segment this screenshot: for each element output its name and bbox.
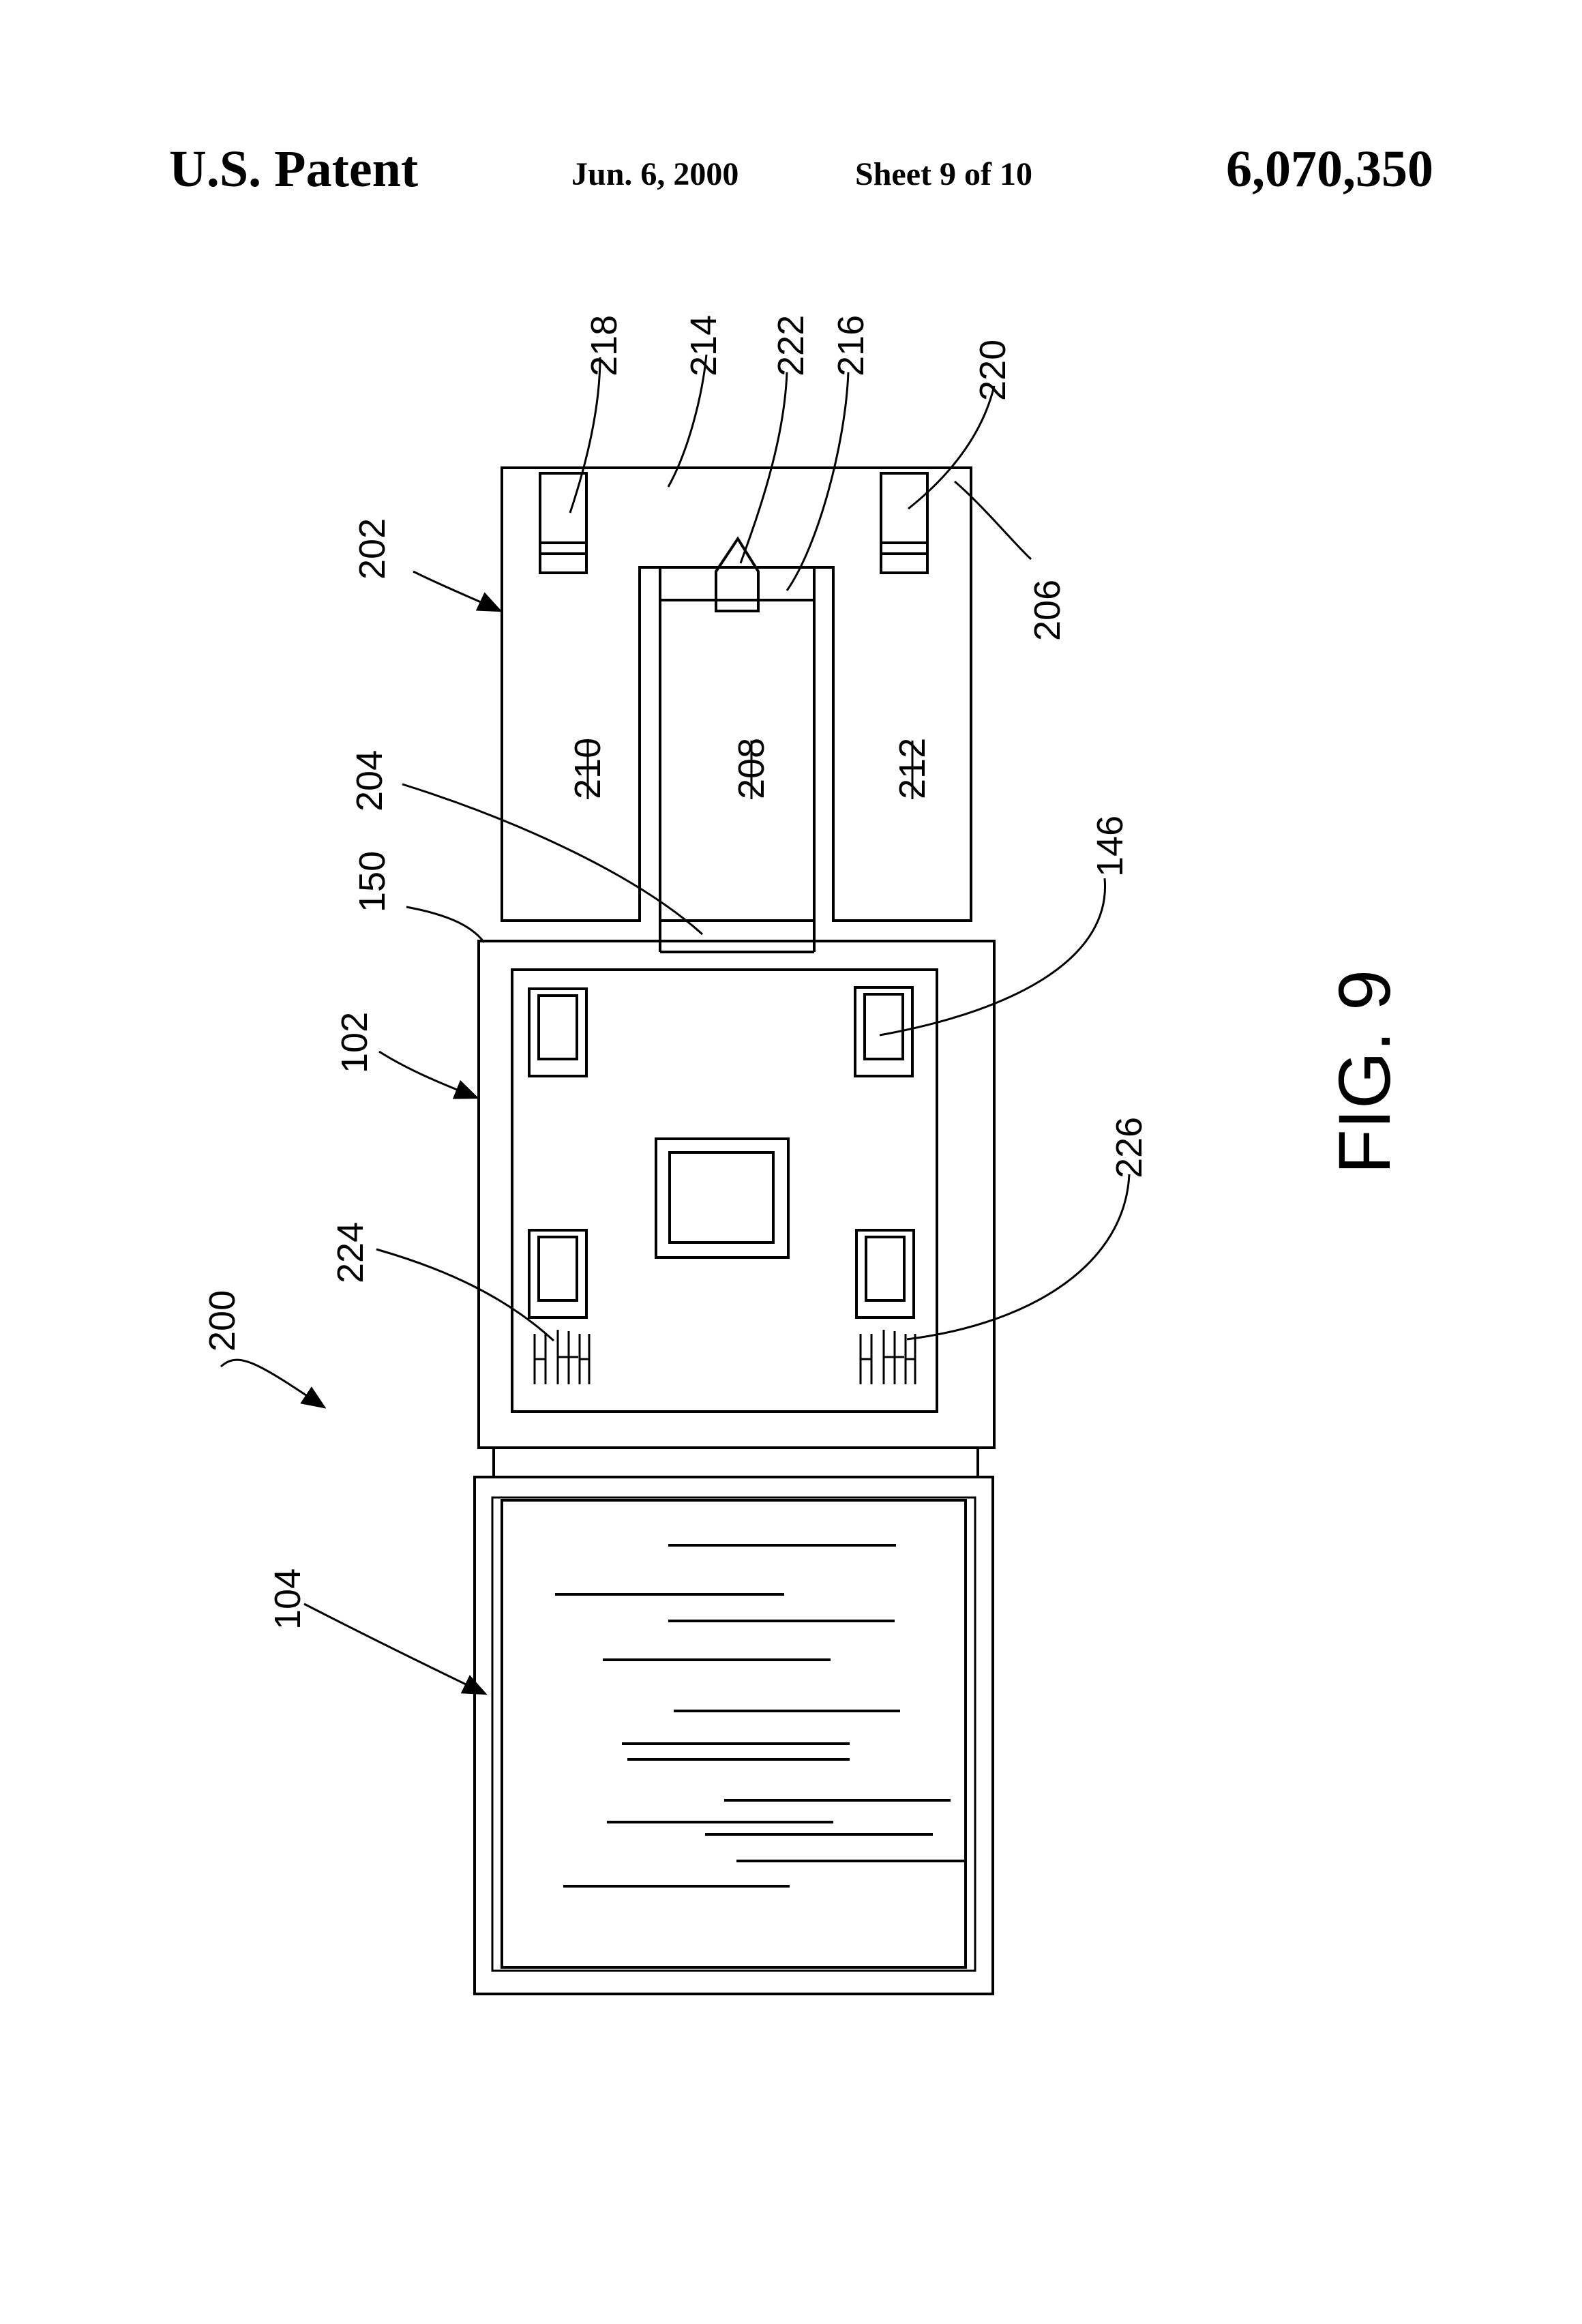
leader-146 — [879, 878, 1107, 1037]
label-200: 200 — [202, 1290, 243, 1352]
leader-150 — [406, 906, 486, 943]
label-214: 214 — [683, 315, 724, 376]
label-202: 202 — [352, 518, 393, 580]
leader-204 — [402, 783, 704, 936]
label-210: 210 — [567, 738, 608, 799]
label-218: 218 — [584, 315, 625, 376]
leader-216 — [786, 372, 850, 591]
component-102-body — [477, 940, 996, 1449]
figure-caption: FIG. 9 — [1323, 970, 1405, 1174]
component-104-body — [473, 1476, 994, 1995]
label-222: 222 — [771, 315, 811, 376]
tab-222 — [715, 536, 760, 612]
tongue-208 — [659, 567, 816, 953]
latch-220 — [880, 472, 929, 574]
latch-218 — [539, 472, 588, 574]
leader-224 — [376, 1248, 555, 1342]
label-104: 104 — [267, 1568, 308, 1630]
component-104-text-lines — [555, 1544, 964, 1888]
label-220: 220 — [972, 340, 1013, 401]
label-204: 204 — [349, 750, 390, 811]
leader-222 — [739, 372, 788, 564]
label-212: 212 — [892, 738, 933, 799]
header-patent-number: 6,070,350 — [1226, 140, 1433, 198]
leader-200 — [220, 1358, 327, 1409]
label-146: 146 — [1090, 816, 1131, 877]
header-date: Jun. 6, 2000 — [571, 156, 739, 192]
header-sheet: Sheet 9 of 10 — [855, 156, 1032, 192]
label-216: 216 — [831, 315, 871, 376]
leader-218 — [569, 357, 601, 513]
leader-104 — [303, 1603, 488, 1695]
leader-214 — [667, 354, 708, 488]
contact-pattern-224 — [533, 1330, 591, 1384]
label-150: 150 — [352, 851, 393, 912]
label-226: 226 — [1109, 1117, 1150, 1178]
leader-202 — [413, 570, 503, 612]
label-224: 224 — [330, 1222, 371, 1283]
component-102-pads — [528, 986, 915, 1319]
component-202-body — [501, 466, 972, 922]
leader-220 — [908, 385, 996, 510]
leader-226 — [906, 1174, 1131, 1341]
hinge-strip — [492, 1446, 979, 1478]
label-208: 208 — [731, 738, 772, 799]
leader-102 — [378, 1050, 479, 1099]
header-left: U.S. Patent — [169, 140, 419, 198]
label-102: 102 — [334, 1012, 375, 1073]
leader-206 — [954, 480, 1032, 561]
component-102-center-die — [655, 1137, 790, 1259]
label-206: 206 — [1027, 580, 1068, 641]
contact-pattern-226 — [859, 1330, 916, 1384]
